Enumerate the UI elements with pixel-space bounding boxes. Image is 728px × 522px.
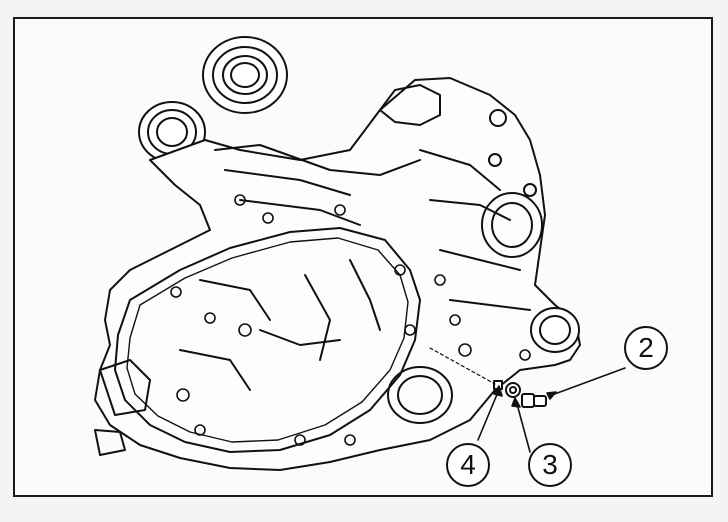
large-bearing [202,36,288,114]
part-3-washer [505,382,521,398]
callout-2-label: 2 [638,332,654,363]
crankcase-body [94,77,581,471]
callout-3-label: 3 [542,449,558,480]
part-2-bolt [521,393,547,408]
callout-4: 4 [446,443,490,487]
callout-4-label: 4 [460,449,476,480]
callout-3: 3 [528,443,572,487]
callout-2: 2 [624,326,668,370]
leader-lines [477,367,626,453]
bolt-holes [170,194,531,446]
assembly-axis-line [429,347,496,385]
